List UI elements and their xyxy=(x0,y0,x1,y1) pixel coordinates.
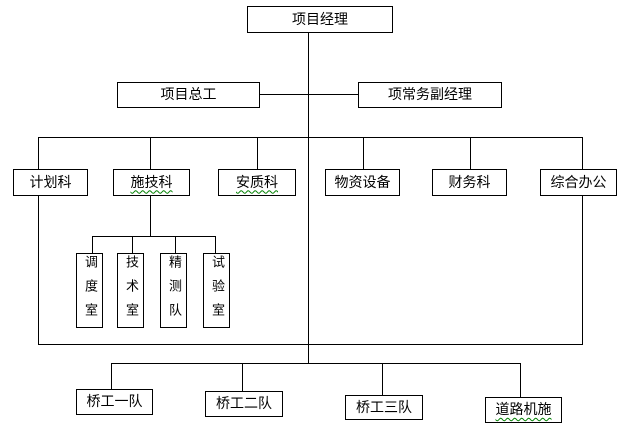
org-box-chief-engineer: 项目总工 xyxy=(117,82,260,108)
org-box-bridge-team-3: 桥工三队 xyxy=(345,395,423,420)
connector-spine xyxy=(308,33,309,363)
connector-tech-tail xyxy=(150,196,151,236)
bridge-team-1-label: 桥工一队 xyxy=(86,394,143,410)
org-box-executive-deputy-manager: 项常务副经理 xyxy=(358,82,502,108)
org-box-precise-survey-team: 精测队 xyxy=(160,253,187,328)
materials-equipment-dept-label: 物资设备 xyxy=(334,174,391,191)
executive-deputy-manager-label: 项常务副经理 xyxy=(388,87,472,103)
connector-drop-finance xyxy=(470,137,471,169)
connector-drop-planning xyxy=(38,137,39,169)
connector-dept-bus xyxy=(38,137,583,138)
org-box-test-lab: 试验室 xyxy=(203,253,230,328)
org-box-technology-room: 技术室 xyxy=(117,253,144,328)
construction-tech-dept-label: 施技科 xyxy=(130,174,173,191)
dispatch-room-label: 调度室 xyxy=(82,254,97,327)
org-box-project-manager: 项目经理 xyxy=(247,6,393,33)
connector-drop-office xyxy=(582,137,583,169)
safety-quality-dept-label: 安质科 xyxy=(236,174,278,191)
precise-survey-team-label: 精测队 xyxy=(166,254,181,327)
road-machinery-team-label: 道路机施 xyxy=(495,402,552,418)
org-box-general-office: 综合办公 xyxy=(540,169,617,196)
connector-drop-survey xyxy=(175,236,176,253)
connector-drop-tech xyxy=(150,137,151,169)
finance-dept-label: 财务科 xyxy=(448,174,491,191)
org-box-finance-dept: 财务科 xyxy=(432,169,507,196)
org-box-bridge-team-2: 桥工二队 xyxy=(205,391,283,417)
connector-right-tail xyxy=(582,196,583,344)
connector-drop-dispatch xyxy=(92,236,93,253)
planning-dept-label: 计划科 xyxy=(29,174,72,191)
test-lab-label: 试验室 xyxy=(209,254,224,327)
connector-drop-testlab xyxy=(215,236,216,253)
connector-team-bus xyxy=(111,363,521,364)
connector-left-tail xyxy=(38,196,39,344)
connector-deputy-link xyxy=(260,94,358,95)
bridge-team-3-label: 桥工三队 xyxy=(356,399,412,416)
org-box-materials-equipment-dept: 物资设备 xyxy=(325,169,400,196)
bridge-team-2-label: 桥工二队 xyxy=(216,396,272,412)
org-box-road-machinery-team: 道路机施 xyxy=(485,397,562,423)
org-box-construction-tech-dept: 施技科 xyxy=(113,169,190,196)
org-box-safety-quality-dept: 安质科 xyxy=(218,169,296,196)
project-manager-label: 项目经理 xyxy=(292,11,348,28)
connector-drop-materials xyxy=(363,137,364,169)
connector-drop-team2 xyxy=(242,363,243,391)
connector-drop-team3 xyxy=(382,363,383,395)
general-office-label: 综合办公 xyxy=(550,174,607,191)
org-box-planning-dept: 计划科 xyxy=(13,169,88,196)
connector-drop-road-team xyxy=(520,363,521,397)
connector-subunit-bus xyxy=(92,236,216,237)
technology-room-label: 技术室 xyxy=(123,254,138,327)
org-box-bridge-team-1: 桥工一队 xyxy=(76,389,153,415)
connector-drop-team1 xyxy=(111,363,112,389)
connector-drop-technology xyxy=(132,236,133,253)
org-box-dispatch-room: 调度室 xyxy=(76,253,103,328)
connector-drop-quality xyxy=(257,137,258,169)
connector-lower-bus xyxy=(38,344,583,345)
chief-engineer-label: 项目总工 xyxy=(160,87,217,103)
